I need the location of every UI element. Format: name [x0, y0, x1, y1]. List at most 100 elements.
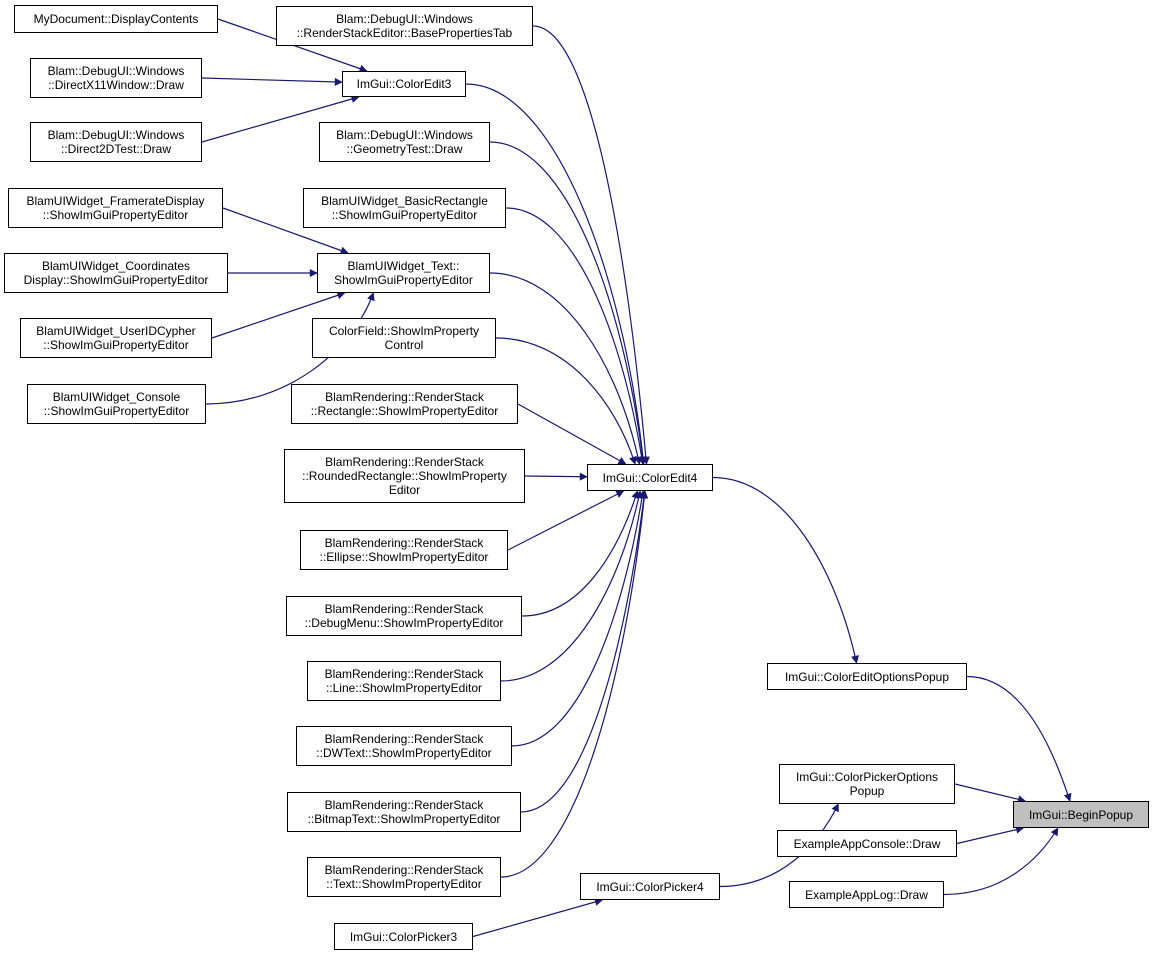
edge-applog-to-beginpopup	[943, 827, 1059, 896]
node-label: BlamUIWidget_BasicRectangle	[321, 194, 488, 208]
node-imgui-beginpopup[interactable]: ImGui::BeginPopup	[1013, 801, 1149, 828]
edge-rs_debugmenu-to-coloredit4	[521, 490, 640, 617]
node-label: BlamUIWidget_Coordinates	[41, 259, 191, 273]
node-widget-text-editor[interactable]: BlamUIWidget_Text:: ShowImGuiPropertyEdi…	[317, 253, 490, 293]
node-label: ImGui::ColorPicker4	[596, 879, 704, 894]
node-mydocument-displaycontents[interactable]: MyDocument::DisplayContents	[14, 5, 218, 33]
node-label: ::Text::ShowImPropertyEditor	[326, 877, 482, 891]
node-renderstack-bitmaptext-editor[interactable]: BlamRendering::RenderStack ::BitmapText:…	[287, 792, 521, 832]
node-renderstack-dwtext-editor[interactable]: BlamRendering::RenderStack ::DWText::Sho…	[296, 726, 512, 766]
node-label: BlamRendering::RenderStack	[324, 863, 484, 877]
edge-basicrect-to-coloredit4	[505, 207, 646, 465]
edge-geometry-to-coloredit4	[489, 141, 647, 465]
edge-pickeropts-to-beginpopup	[954, 783, 1027, 804]
edge-rs_line-to-coloredit4	[500, 490, 643, 682]
edge-rs_rect-to-coloredit4	[517, 403, 627, 465]
node-label: ExampleAppConsole::Draw	[793, 836, 941, 851]
node-label: BlamRendering::RenderStack	[324, 667, 484, 681]
node-label: ::DWText::ShowImPropertyEditor	[316, 746, 492, 760]
edge-rs_dwtext-to-coloredit4	[511, 490, 646, 747]
node-label: ::ShowImGuiPropertyEditor	[43, 338, 189, 352]
node-renderstack-ellipse-editor[interactable]: BlamRendering::RenderStack ::Ellipse::Sh…	[300, 530, 508, 570]
node-label: ::BitmapText::ShowImPropertyEditor	[307, 812, 501, 826]
node-colorfield-showimpropertycontrol[interactable]: ColorField::ShowImProperty Control	[312, 318, 496, 358]
node-label: ImGui::ColorEditOptionsPopup	[784, 669, 950, 684]
node-renderstack-line-editor[interactable]: BlamRendering::RenderStack ::Line::ShowI…	[307, 661, 501, 701]
node-label: Editor	[388, 483, 421, 497]
node-label: ImGui::ColorEdit4	[602, 470, 698, 485]
node-imgui-colorpicker3[interactable]: ImGui::ColorPicker3	[334, 923, 473, 950]
node-label: BlamUIWidget_UserIDCypher	[36, 324, 196, 338]
node-label: MyDocument::DisplayContents	[33, 12, 199, 26]
edge-picker3-to-picker4	[472, 898, 603, 938]
node-imgui-coloreditoptionspopup[interactable]: ImGui::ColorEditOptionsPopup	[767, 663, 967, 690]
node-exampleappconsole-draw[interactable]: ExampleAppConsole::Draw	[777, 830, 957, 857]
edge-rs_bitmaptext-to-coloredit4	[520, 490, 648, 813]
node-imgui-colorpickeroptionspopup[interactable]: ImGui::ColorPickerOptions Popup	[779, 764, 955, 804]
edge-framerate-to-widgettext	[222, 207, 349, 255]
node-direct2dtest-draw[interactable]: Blam::DebugUI::Windows ::Direct2DTest::D…	[30, 122, 202, 162]
node-label: ColorField::ShowImProperty	[328, 324, 480, 338]
node-label: ImGui::BeginPopup	[1028, 807, 1134, 822]
node-label: ::Ellipse::ShowImPropertyEditor	[319, 550, 489, 564]
node-basicrectangle-editor[interactable]: BlamUIWidget_BasicRectangle ::ShowImGuiP…	[303, 188, 506, 228]
node-label: ::ShowImGuiPropertyEditor	[43, 404, 190, 418]
node-label: BlamRendering::RenderStack	[325, 455, 484, 469]
node-directx11window-draw[interactable]: Blam::DebugUI::Windows ::DirectX11Window…	[30, 58, 202, 98]
edge-rs_roundrect-to-coloredit4	[524, 472, 588, 481]
node-label: BlamRendering::RenderStack	[324, 798, 484, 812]
node-label: Blam::DebugUI::Windows	[336, 12, 473, 26]
node-label: ::DirectX11Window::Draw	[48, 78, 184, 92]
node-label: ::RenderStackEditor::BasePropertiesTab	[296, 26, 513, 40]
node-imgui-coloredit4[interactable]: ImGui::ColorEdit4	[587, 464, 713, 491]
edge-baseprops-to-coloredit4	[532, 25, 650, 465]
node-label: ::GeometryTest::Draw	[346, 142, 463, 156]
edge-picker4-to-pickeropts	[719, 803, 839, 888]
node-label: ::Line::ShowImPropertyEditor	[325, 681, 483, 695]
node-geometrytest-draw[interactable]: Blam::DebugUI::Windows ::GeometryTest::D…	[319, 122, 490, 162]
node-renderstackeditor-basepropertiestab[interactable]: Blam::DebugUI::Windows ::RenderStackEdit…	[276, 6, 533, 46]
node-console-widget-editor[interactable]: BlamUIWidget_Console ::ShowImGuiProperty…	[27, 384, 206, 424]
node-label: ImGui::ColorPicker3	[349, 929, 458, 944]
node-label: Popup	[849, 784, 885, 798]
edge-colorfield-to-coloredit4	[495, 337, 637, 465]
node-useridcypher-editor[interactable]: BlamUIWidget_UserIDCypher ::ShowImGuiPro…	[20, 318, 212, 358]
node-label: BlamRendering::RenderStack	[324, 602, 484, 616]
node-label: ::ShowImGuiPropertyEditor	[331, 208, 478, 222]
edge-coloredit4-to-coloreditopts	[712, 476, 859, 664]
edge-console_widget-to-widgettext	[205, 292, 375, 405]
node-label: ::DebugMenu::ShowImPropertyEditor	[304, 616, 504, 630]
node-label: ImGui::ColorEdit3	[356, 77, 452, 91]
node-label: ExampleAppLog::Draw	[805, 887, 928, 902]
node-label: BlamUIWidget_Console	[52, 390, 181, 404]
node-label: ::Direct2DTest::Draw	[60, 142, 172, 156]
node-label: ::Rectangle::ShowImPropertyEditor	[310, 404, 499, 418]
edge-appconsole-to-beginpopup	[956, 825, 1025, 845]
node-label: ::RoundedRectangle::ShowImProperty	[302, 469, 507, 483]
node-label: BlamUIWidget_Text::	[347, 259, 460, 273]
node-label: BlamRendering::RenderStack	[324, 732, 484, 746]
node-coordinates-display-editor[interactable]: BlamUIWidget_Coordinates Display::ShowIm…	[4, 253, 228, 293]
node-label: BlamRendering::RenderStack	[325, 390, 484, 404]
node-imgui-colorpicker4[interactable]: ImGui::ColorPicker4	[580, 873, 720, 900]
node-renderstack-rectangle-editor[interactable]: BlamRendering::RenderStack ::Rectangle::…	[291, 384, 518, 424]
node-label: BlamRendering::RenderStack	[324, 536, 484, 550]
edge-d2d-to-coloredit3	[201, 95, 360, 143]
node-exampleapplog-draw[interactable]: ExampleAppLog::Draw	[789, 881, 944, 908]
edge-widgettext-to-coloredit4	[489, 272, 642, 465]
node-renderstack-roundedrectangle-editor[interactable]: BlamRendering::RenderStack ::RoundedRect…	[284, 449, 525, 503]
node-renderstack-text-editor[interactable]: BlamRendering::RenderStack ::Text::ShowI…	[307, 857, 501, 897]
node-imgui-coloredit3[interactable]: ImGui::ColorEdit3	[342, 71, 466, 97]
node-label: Blam::DebugUI::Windows	[47, 128, 185, 142]
edge-dx11-to-coloredit3	[201, 77, 343, 86]
edge-rs_text-to-coloredit4	[500, 490, 649, 878]
node-label: BlamUIWidget_FramerateDisplay	[26, 194, 205, 208]
edge-coloredit3-to-coloredit4	[465, 83, 647, 465]
node-label: Display::ShowImGuiPropertyEditor	[23, 273, 209, 287]
node-label: Blam::DebugUI::Windows	[47, 64, 185, 78]
node-renderstack-debugmenu-editor[interactable]: BlamRendering::RenderStack ::DebugMenu::…	[286, 596, 522, 636]
node-framerate-display-editor[interactable]: BlamUIWidget_FramerateDisplay ::ShowImGu…	[8, 188, 223, 228]
edge-useridcypher-to-widgettext	[211, 291, 346, 339]
